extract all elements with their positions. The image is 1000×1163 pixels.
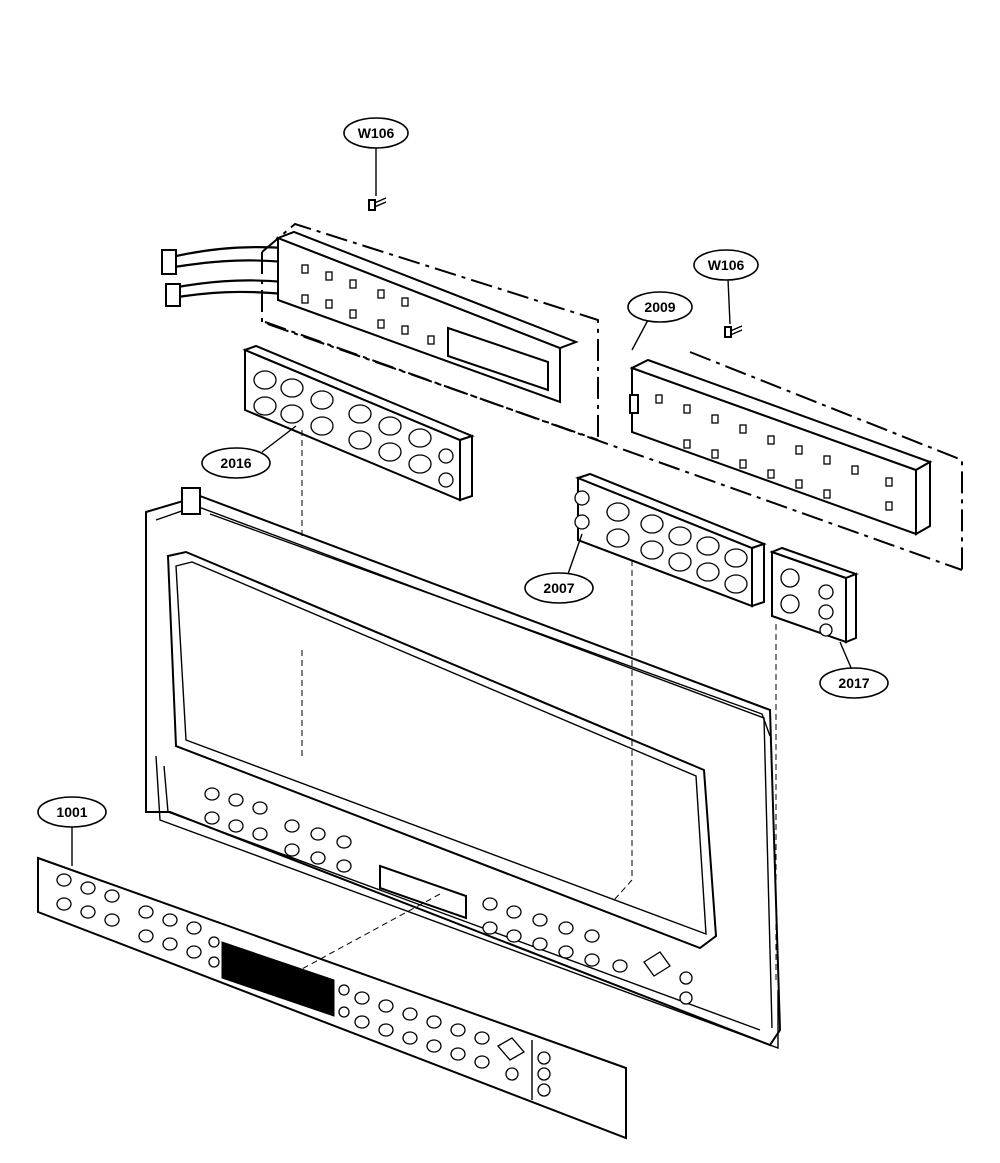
frame-buttons <box>204 787 693 1005</box>
right-pcb-components <box>655 394 893 511</box>
overlay-buttons <box>56 873 551 1100</box>
pcb-components <box>301 264 435 345</box>
callout-label-w106-top: W106 <box>358 125 395 141</box>
front-overlay-1001 <box>37 856 627 1140</box>
callout-leaders <box>71 148 853 866</box>
membrane-2016-keys <box>253 370 454 488</box>
screw-w106-right <box>724 325 743 338</box>
callout-2016: 2016 <box>201 447 271 479</box>
callout-1001: 1001 <box>37 796 107 828</box>
callout-2009: 2009 <box>627 291 693 323</box>
upper-pcb-assembly <box>161 197 599 441</box>
callout-2007: 2007 <box>524 572 594 604</box>
callout-label-2009: 2009 <box>644 299 675 315</box>
right-pcb-assembly <box>264 321 963 571</box>
callout-label-1001: 1001 <box>56 804 87 820</box>
callout-label-2017: 2017 <box>838 675 869 691</box>
door-frame <box>145 487 782 1050</box>
callout-label-2016: 2016 <box>220 455 251 471</box>
membrane-2017-keys <box>780 568 834 637</box>
membrane-2007-keys <box>574 490 748 594</box>
button-membrane-2016 <box>242 344 475 502</box>
callout-w106-top: W106 <box>343 117 409 149</box>
button-membrane-2007 <box>574 472 767 608</box>
callout-label-w106-right: W106 <box>708 257 745 273</box>
callout-2017: 2017 <box>819 667 889 699</box>
screw-w106-top <box>368 197 387 211</box>
button-membrane-2017 <box>769 546 859 644</box>
callout-w106-right: W106 <box>693 249 759 281</box>
display-window <box>221 941 335 1017</box>
projection-lines <box>299 430 777 980</box>
callout-label-2007: 2007 <box>543 580 574 596</box>
